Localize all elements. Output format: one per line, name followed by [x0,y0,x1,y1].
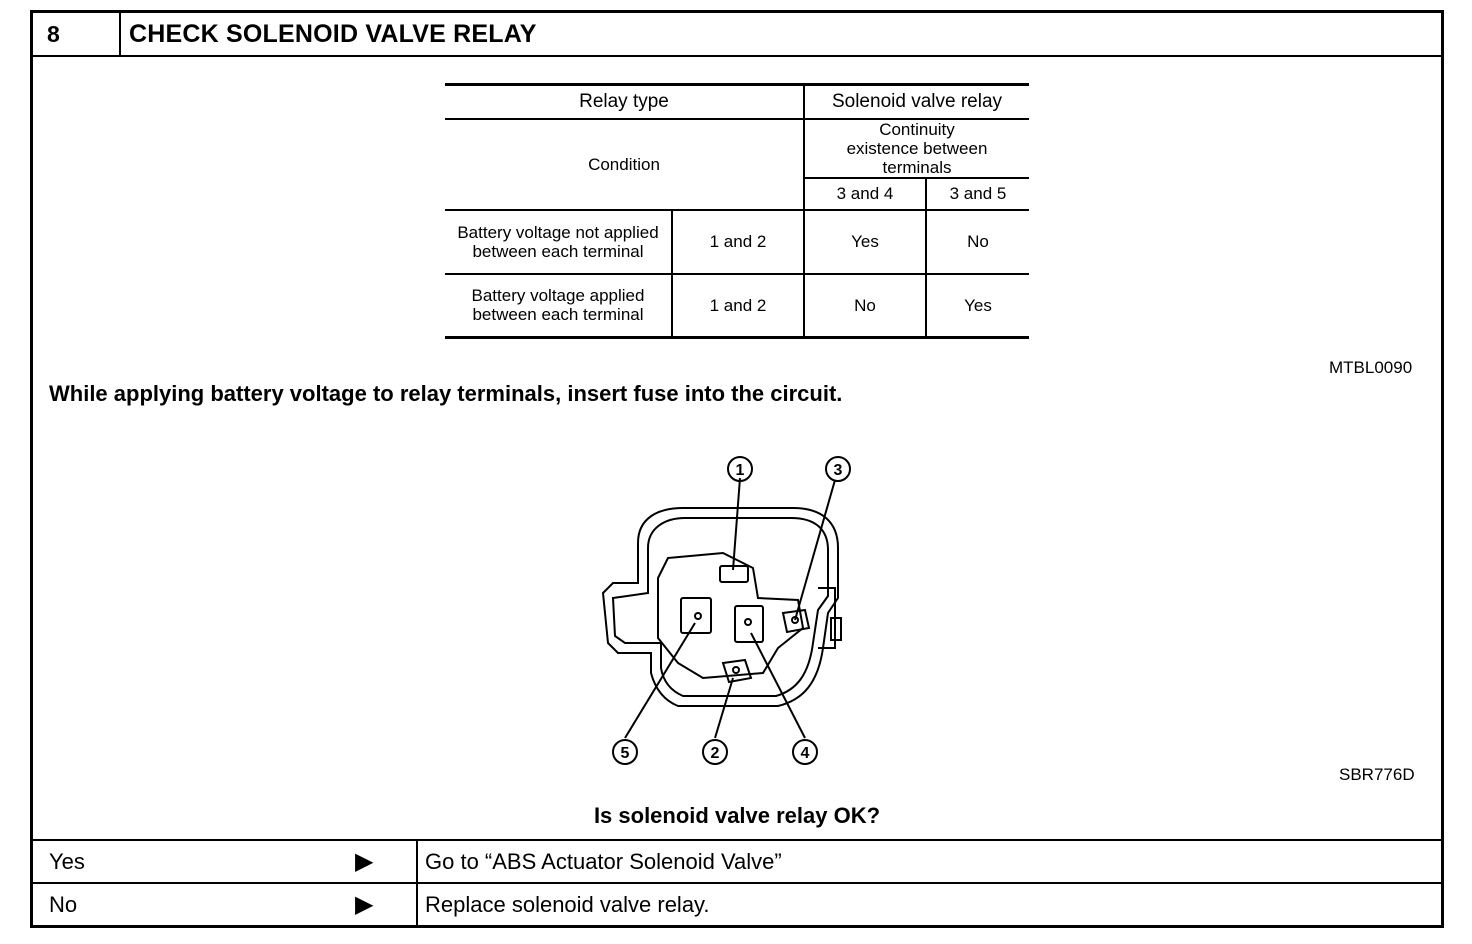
table-row-condition: Battery voltage not applied between each… [445,209,673,275]
table-row-terminals: 1 and 2 [672,273,805,338]
col-header-3-5: 3 and 5 [926,177,1029,211]
answer-divider [416,884,418,926]
step-title: CHECK SOLENOID VALVE RELAY [129,20,537,48]
diagram-code: SBR776D [1339,765,1415,784]
table-row-condition: Battery voltage applied between each ter… [445,273,673,338]
terminal-1-label: 1 [736,462,745,479]
terminal-3-label-ring [825,456,851,482]
terminal-3-label: 3 [834,462,843,479]
procedure-frame: 8 CHECK SOLENOID VALVE RELAY Relay type … [30,10,1444,928]
table-row-terminals: 1 and 2 [672,209,805,275]
check-question: Is solenoid valve relay OK? [593,803,881,828]
relay-body-outline [601,507,839,707]
terminal-2-label-ring [702,739,728,765]
terminal-5-label: 5 [621,745,630,762]
answer-action: Replace solenoid valve relay. [425,892,710,917]
answer-divider [416,841,418,883]
terminal-4-label: 4 [801,745,810,762]
table-row-value-3-4: Yes [804,209,927,275]
table-row-value-3-4: No [804,273,927,338]
continuity-header: Continuity existence between terminals [804,118,1029,179]
relay-socket [657,551,805,680]
terminal-2-label: 2 [711,745,720,762]
col-header-3-4: 3 and 4 [804,177,927,211]
relay-type-header: Relay type [445,84,805,120]
instruction-text: While applying battery voltage to relay … [49,381,843,406]
terminal-1-label-ring [727,456,753,482]
terminal-5-blade [680,597,712,634]
answer-label: Yes [49,849,85,874]
terminal-5-label-ring [612,739,638,765]
answer-row-yes: Yes ▶ Go to “ABS Actuator Solenoid Valve… [33,839,1441,883]
terminal-4-label-ring [792,739,818,765]
right-arrow-icon: ▶ [355,891,374,918]
condition-header: Condition [445,118,805,211]
relay-clip [830,617,842,641]
relay-body-inner [611,517,829,697]
relay-name-header: Solenoid valve relay [804,84,1029,120]
answer-label: No [49,892,78,917]
step-header: 8 CHECK SOLENOID VALVE RELAY [33,13,1441,57]
terminal-2-blade [721,658,753,684]
answer-action: Go to “ABS Actuator Solenoid Valve” [425,849,782,874]
relay-diagram: 1 3 5 2 4 [601,456,851,765]
terminal-4-blade [734,605,764,643]
table-row-value-3-5: Yes [964,295,992,315]
step-number: 8 [33,13,121,55]
answer-row-no: No ▶ Replace solenoid valve relay. [33,882,1441,926]
table-code: MTBL0090 [1329,358,1413,377]
relay-continuity-table: Relay type Solenoid valve relay Conditio… [445,83,1029,339]
table-row-value-3-5: No [926,209,1029,275]
right-arrow-icon: ▶ [355,848,374,875]
